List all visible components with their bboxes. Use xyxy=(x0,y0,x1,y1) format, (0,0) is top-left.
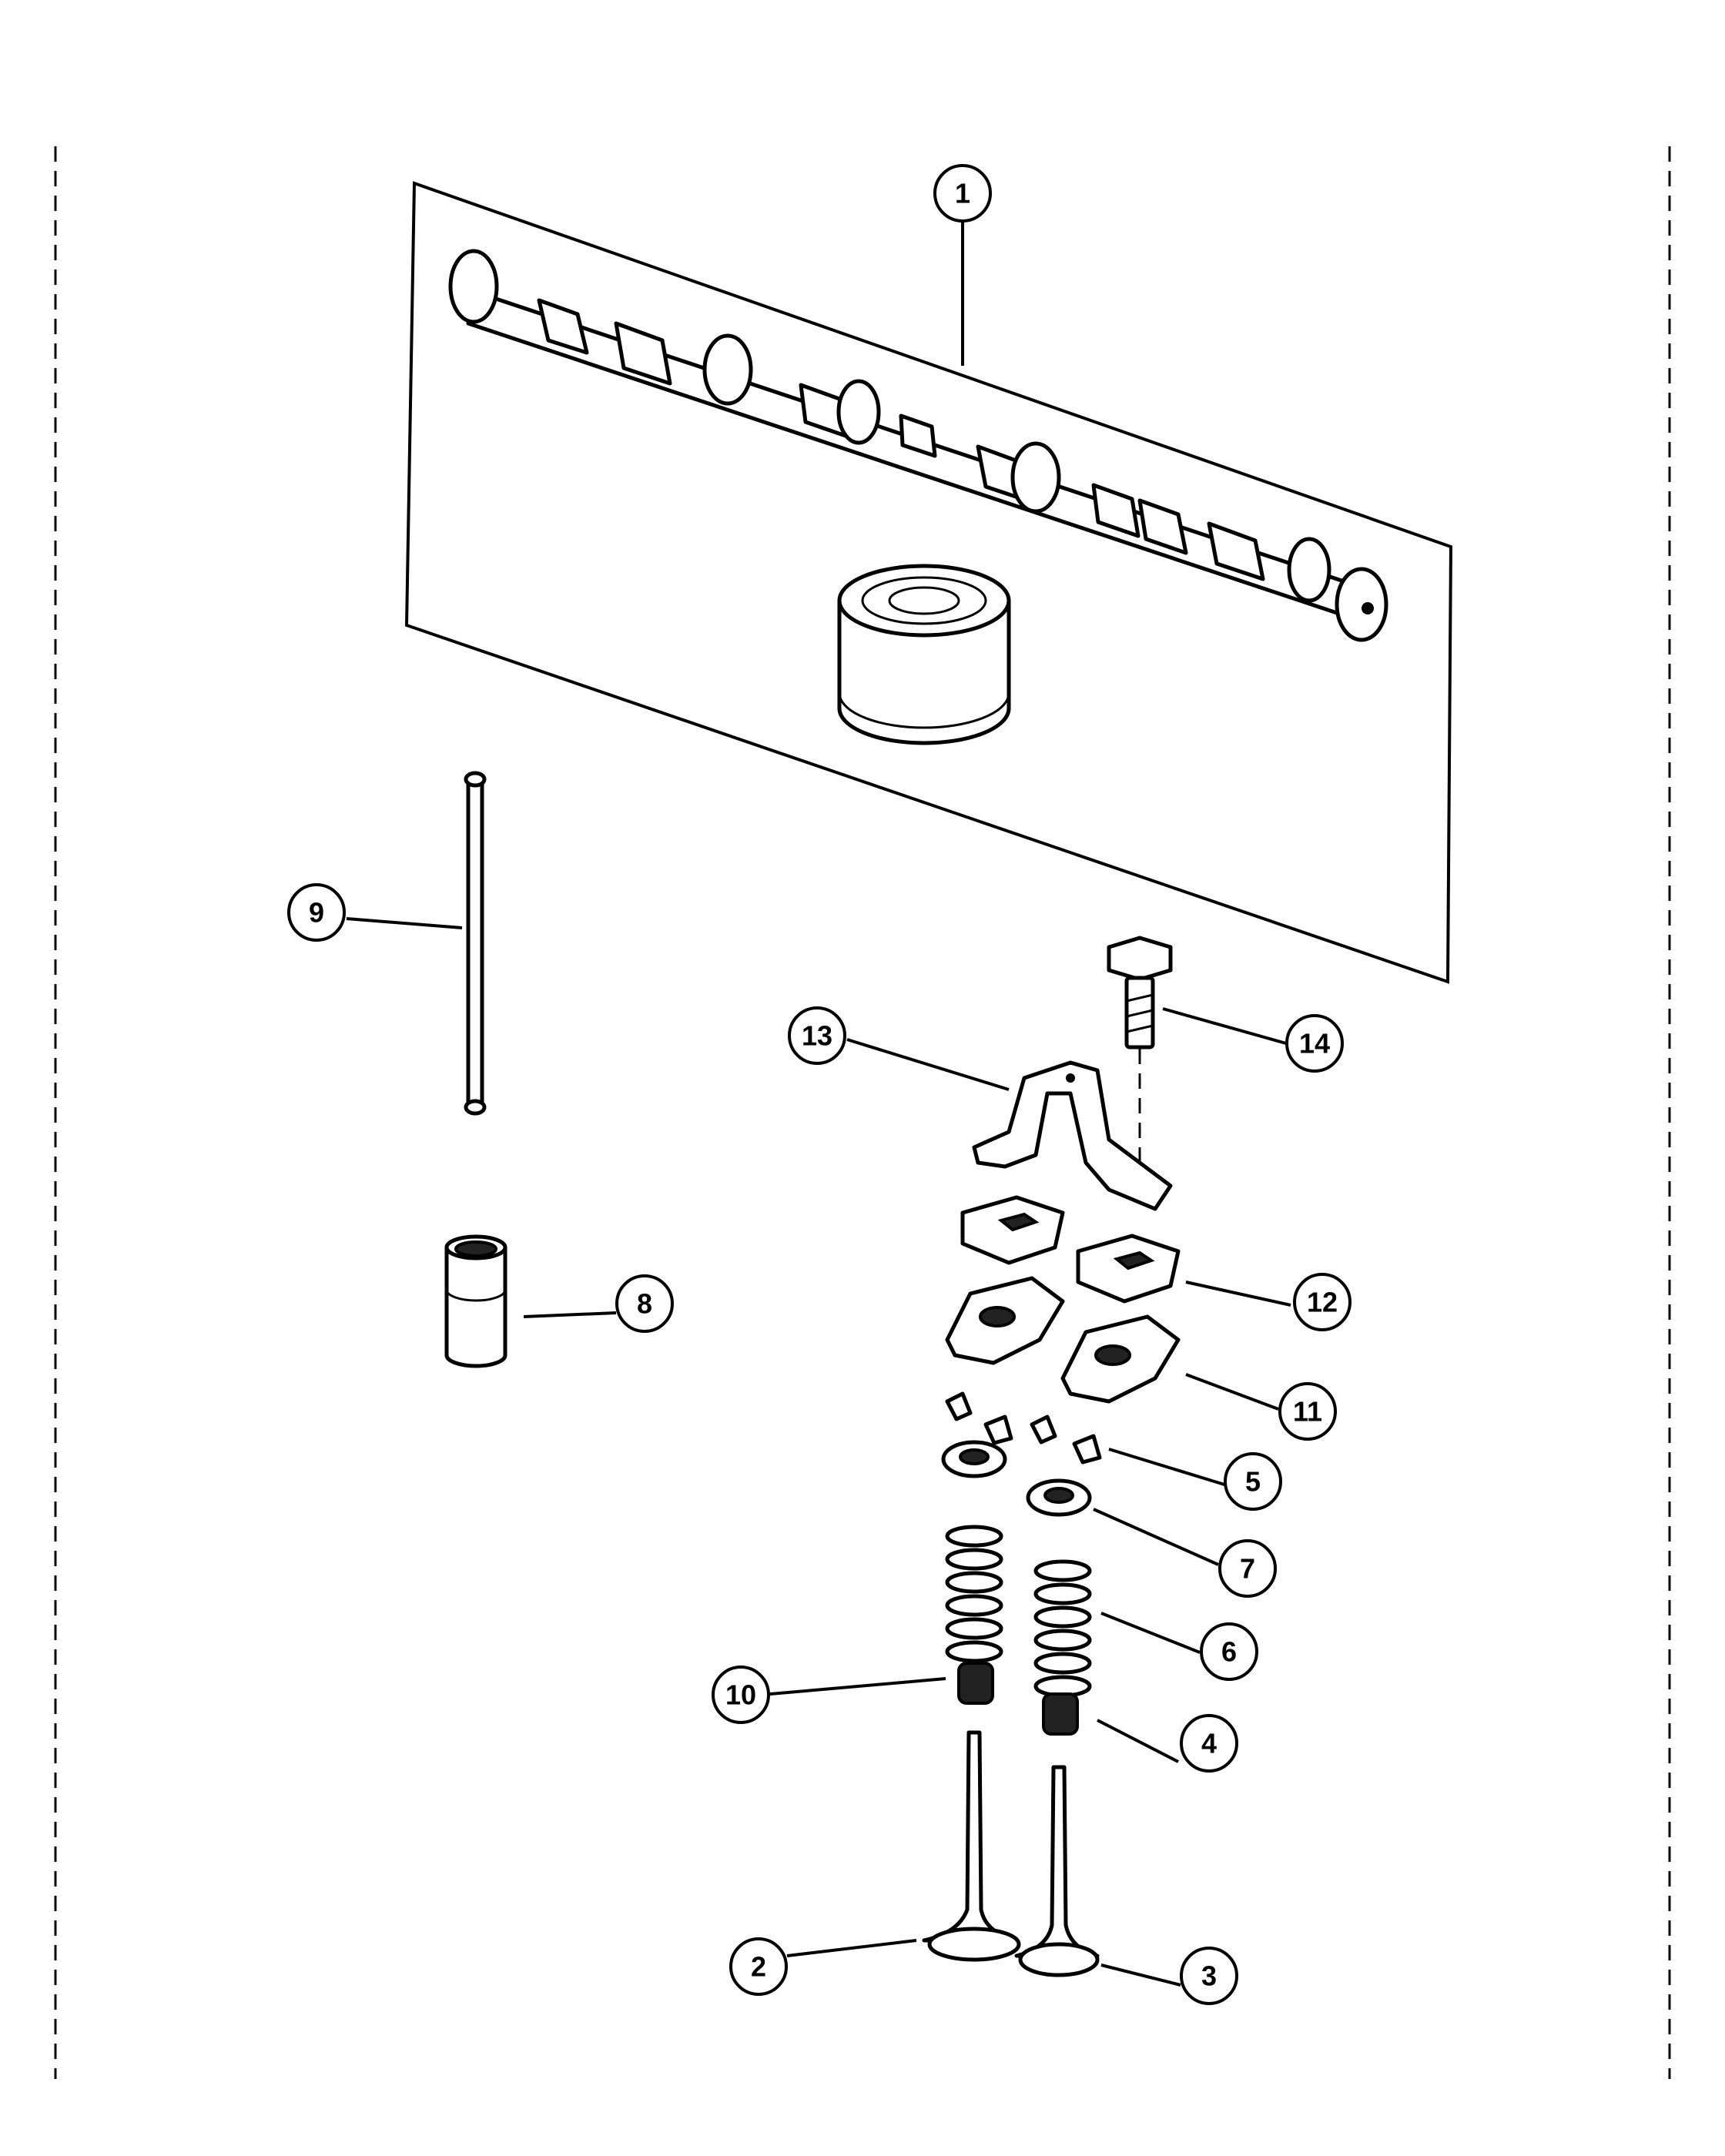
callout-label: 4 xyxy=(1201,1728,1217,1759)
callout-6: 6 xyxy=(1200,1622,1258,1681)
callout-label: 7 xyxy=(1240,1553,1255,1585)
callout-label: 2 xyxy=(751,1951,766,1983)
callout-label: 5 xyxy=(1245,1466,1261,1498)
camshaft xyxy=(448,249,1388,642)
page-border xyxy=(54,146,1671,2079)
valve-locks xyxy=(945,1391,1102,1465)
hydraulic-lifter xyxy=(444,1234,507,1368)
callout-14: 14 xyxy=(1285,1014,1344,1073)
callout-11: 11 xyxy=(1278,1382,1337,1441)
rocker-arms xyxy=(945,1276,1181,1404)
callout-label: 13 xyxy=(802,1020,832,1052)
callout-leaders xyxy=(346,222,1291,1987)
callout-label: 3 xyxy=(1201,1960,1217,1992)
lubricant-can xyxy=(837,564,1011,745)
bolt xyxy=(1107,936,1173,1163)
rocker-pivots xyxy=(960,1195,1181,1304)
callout-5: 5 xyxy=(1224,1452,1282,1511)
callout-7: 7 xyxy=(1218,1539,1277,1598)
callout-2: 2 xyxy=(729,1937,788,1996)
callout-label: 10 xyxy=(725,1679,756,1711)
callout-label: 6 xyxy=(1221,1636,1237,1668)
pushrod xyxy=(464,771,487,1116)
callout-8: 8 xyxy=(615,1274,674,1333)
callout-4: 4 xyxy=(1180,1714,1238,1773)
callout-12: 12 xyxy=(1293,1273,1352,1331)
callout-label: 8 xyxy=(637,1288,652,1320)
callout-label: 11 xyxy=(1293,1396,1322,1428)
valves xyxy=(922,1730,1100,1977)
callout-label: 1 xyxy=(955,178,970,209)
callout-10: 10 xyxy=(712,1666,770,1724)
callout-3: 3 xyxy=(1180,1947,1238,2005)
callout-9: 9 xyxy=(287,883,346,942)
callout-label: 12 xyxy=(1307,1287,1338,1318)
callout-13: 13 xyxy=(788,1006,846,1065)
valve-stem-seals xyxy=(957,1662,1079,1736)
rocker-bridge xyxy=(972,1060,1173,1211)
callout-label: 9 xyxy=(309,897,324,929)
callout-label: 14 xyxy=(1299,1028,1330,1060)
spring-retainers xyxy=(941,1440,1092,1517)
callout-1: 1 xyxy=(933,164,992,223)
